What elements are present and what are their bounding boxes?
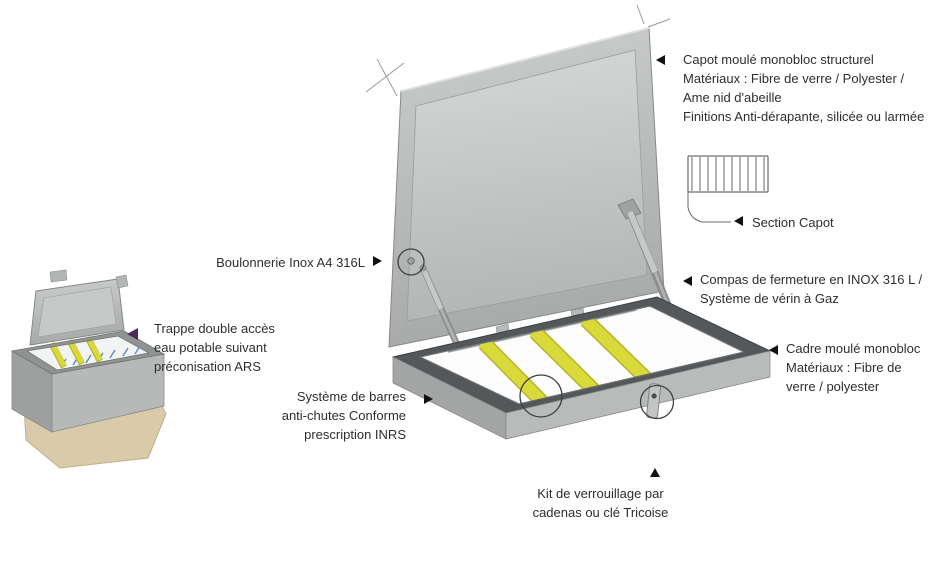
label-line: prescription INRS	[304, 427, 406, 442]
boulonnerie-label: Boulonnerie Inox A4 316L	[180, 253, 365, 272]
lid-corner-piece	[115, 274, 129, 289]
small-hatch-body	[11, 350, 165, 433]
compas-arrow	[683, 276, 692, 286]
small-hatch-frame	[10, 330, 166, 375]
bolt-hardware	[407, 257, 415, 265]
hatch-lid	[388, 27, 665, 348]
construction-marks	[365, 4, 671, 97]
label-line: Matériaux : Fibre de	[786, 360, 902, 375]
label-line: Section Capot	[752, 215, 834, 230]
section-capot-label: Section Capot	[752, 213, 834, 232]
label-line: Système de vérin à Gaz	[700, 291, 839, 306]
section-capot-arrow	[734, 216, 743, 226]
section-capot-sketch	[687, 155, 769, 223]
highlight-circle-lock	[639, 384, 675, 420]
highlight-circle-bar	[519, 374, 563, 418]
trappe-label: Trappe double accès eau potable suivant …	[154, 319, 275, 376]
cadre-arrow	[769, 345, 778, 355]
kit-label: Kit de verrouillage par cadenas ou clé T…	[518, 484, 683, 522]
cadre-label: Cadre moulé monobloc Matériaux : Fibre d…	[786, 339, 920, 396]
label-line: verre / polyester	[786, 379, 880, 394]
capot-label: Capot moulé monobloc structurel Matériau…	[683, 50, 924, 126]
small-hatch-lid	[29, 269, 129, 346]
kit-arrow	[650, 468, 660, 477]
label-line: Ame nid d'abeille	[683, 90, 782, 105]
barres-label: Système de barres anti-chutes Conforme p…	[250, 387, 406, 444]
frame-opening	[420, 306, 744, 404]
capot-arrow	[656, 55, 665, 65]
small-hatch-illustration	[10, 269, 167, 469]
label-line: Système de barres	[296, 389, 406, 404]
label-line: Cadre moulé monobloc	[786, 341, 921, 356]
hatch-frame	[391, 296, 772, 440]
label-line: eau potable suivant	[154, 340, 267, 355]
lid-tab	[49, 269, 68, 283]
label-line: Kit de verrouillage par	[537, 486, 664, 501]
label-line: Matériaux : Fibre de verre / Polyester /	[683, 71, 905, 86]
barres-arrow	[424, 394, 433, 404]
label-line: Finitions Anti-dérapante, silicée ou lar…	[683, 109, 925, 124]
highlight-circle-bolts	[397, 248, 425, 276]
label-line: Boulonnerie Inox A4 316L	[216, 255, 365, 270]
label-line: Trappe double accès	[154, 321, 275, 336]
label-line: cadenas ou clé Tricoise	[532, 505, 669, 520]
boulonnerie-arrow	[373, 256, 382, 266]
label-line: Compas de fermeture en INOX 316 L /	[700, 272, 923, 287]
main-hatch-illustration	[365, 4, 772, 440]
label-line: Capot moulé monobloc structurel	[683, 52, 874, 67]
label-line: préconisation ARS	[154, 359, 261, 374]
label-line: anti-chutes Conforme	[281, 408, 406, 423]
section-leader-line	[687, 192, 731, 223]
compas-label: Compas de fermeture en INOX 316 L / Syst…	[700, 270, 922, 308]
trappe-arrow	[127, 328, 138, 340]
